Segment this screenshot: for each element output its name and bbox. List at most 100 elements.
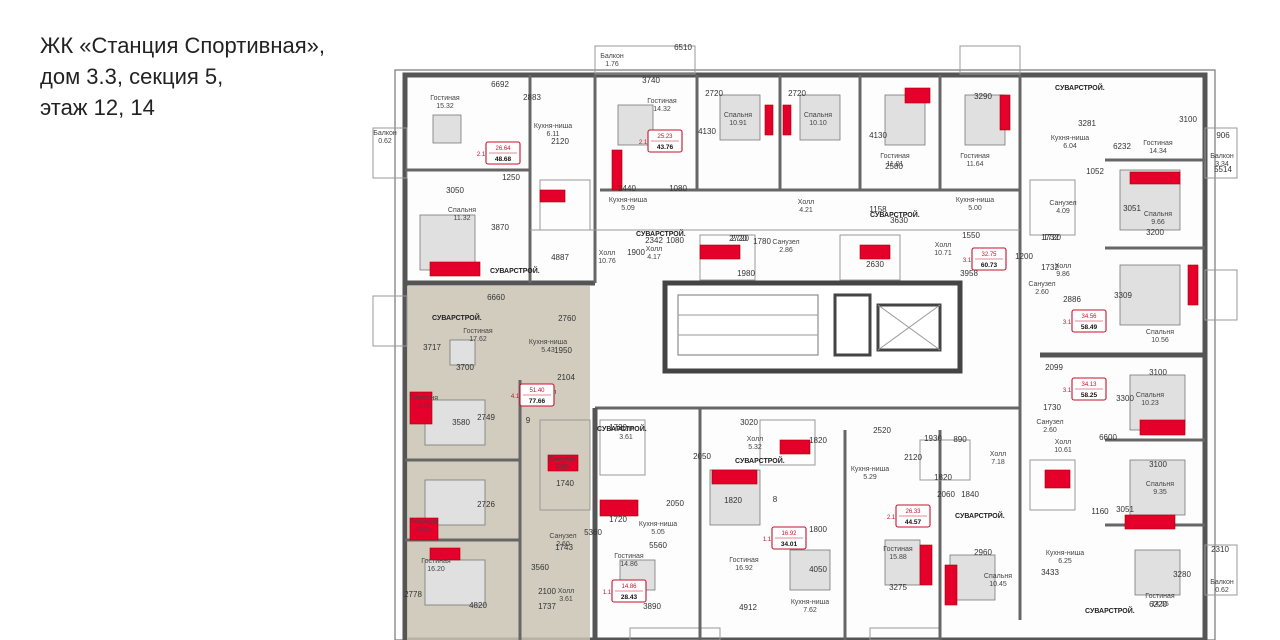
room-name: Кухня-ниша [1046, 550, 1084, 557]
dimension-label: 3580 [452, 418, 470, 427]
dimension-label: 3700 [456, 363, 474, 372]
room-name: Спальня [804, 112, 832, 119]
room-name: Гостиная [430, 95, 460, 102]
room-name: Холл [990, 451, 1007, 458]
room-name: Санузел [549, 533, 576, 540]
room-area: 16.92 [735, 565, 753, 572]
dimension-label: 2120 [904, 453, 922, 462]
room-name: Спальня [984, 573, 1012, 580]
badge-rooms: 2.1 [477, 152, 486, 158]
room-area: 10.45 [989, 581, 1007, 588]
dimension-label: 2100 [538, 587, 556, 596]
room-name: Гостиная [421, 558, 451, 565]
dimension-label: 3309 [1114, 291, 1132, 300]
dimension-label: 6600 [1099, 433, 1117, 442]
room-area: 17.62 [469, 336, 487, 343]
room-area: 4.21 [799, 207, 813, 214]
badge-total-area: 28.43 [621, 594, 638, 601]
room-area: 0.62 [378, 138, 392, 145]
dimension-label: 3740 [642, 76, 660, 85]
dimension-label: 3275 [889, 583, 907, 592]
dimension-label: 3050 [446, 186, 464, 195]
room-area: 2.60 [556, 541, 570, 548]
dimension-label: 3958 [960, 269, 978, 278]
dimension-label: 6660 [487, 293, 505, 302]
room-area: 7.62 [803, 607, 817, 614]
dimension-label: 2050 [666, 499, 684, 508]
dimension-label: 2520 [873, 426, 891, 435]
badge-rooms: 2.1 [887, 515, 896, 521]
dimension-label: 3051 [1116, 505, 1134, 514]
room-area: 14.34 [1149, 148, 1167, 155]
dimension-label: 2726 [477, 500, 495, 509]
dimension-label: 2104 [557, 373, 575, 382]
dimension-label: 906 [1216, 131, 1230, 140]
dimension-label: 1740 [556, 479, 574, 488]
dimension-label: 3100 [1149, 368, 1167, 377]
room-area: 11.01 [887, 161, 904, 168]
interior-walls [405, 75, 1205, 640]
dimension-label: 1720 [609, 515, 627, 524]
red-accents [409, 87, 1199, 606]
room-area: 9.86 [1056, 271, 1070, 278]
room-name: Холл [1055, 439, 1072, 446]
room-area: 4.17 [647, 254, 661, 261]
dimension-label: 3280 [1173, 570, 1191, 579]
room-name: Кухня-ниша [1051, 135, 1089, 142]
badge-living-area: 25.23 [657, 134, 673, 140]
room-area: 3.61 [619, 434, 633, 441]
badge-total-area: 58.25 [1081, 392, 1098, 399]
dimension-label: 1052 [1086, 167, 1104, 176]
badge-total-area: 43.76 [657, 144, 674, 151]
dimension-label: 3630 [890, 216, 908, 225]
dimension-label: 2886 [1063, 295, 1081, 304]
room-name: Спальня [724, 112, 752, 119]
room-name: Кухня-ниша [609, 197, 647, 204]
room-area: 16.20 [427, 566, 445, 573]
dimension-label: 2580 [885, 162, 903, 171]
room-area: 3.61 [559, 596, 573, 603]
plan-caption: ЖК «Станция Спортивная», дом 3.3, секция… [40, 30, 325, 123]
bathroom-fixtures [539, 179, 1076, 511]
dimension-label: 2630 [866, 260, 884, 269]
room-name: Санузел [1036, 419, 1063, 426]
dimension-label: 2760 [558, 314, 576, 323]
dimension-label: 3300 [1116, 394, 1134, 403]
dimension-label: 6692 [491, 80, 509, 89]
room-area: 0.62 [1215, 587, 1229, 594]
dimension-label: 1820 [724, 496, 742, 505]
room-name: Спальня [1136, 392, 1164, 399]
badge-living-area: 14.86 [621, 584, 637, 590]
room-name: Холл [935, 242, 952, 249]
dimension-label: 2720 [729, 234, 747, 243]
dimension-label: 2778 [404, 590, 422, 599]
dimension-label: 3051 [1123, 204, 1141, 213]
badge-total-area: 77.66 [529, 398, 546, 405]
dimension-label: 1720 [1043, 233, 1061, 242]
dimension-label: 3100 [1179, 115, 1197, 124]
dimension-label: 4130 [698, 127, 716, 136]
room-name: Спальня [1144, 211, 1172, 218]
room-name: Кухня-ниша [956, 197, 994, 204]
